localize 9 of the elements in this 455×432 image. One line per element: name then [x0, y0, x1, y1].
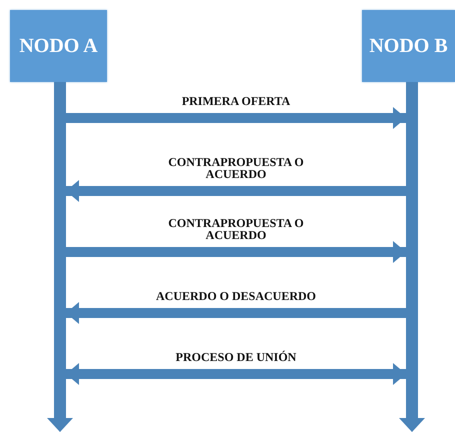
arrow — [66, 241, 406, 263]
node-box — [10, 10, 107, 82]
arrow — [66, 302, 406, 324]
arrow — [66, 180, 406, 202]
arrow — [66, 363, 406, 385]
arrow — [66, 107, 406, 129]
node-title: NODO B — [369, 34, 448, 58]
node-title: NODO A — [19, 34, 98, 58]
node-box — [362, 10, 455, 82]
